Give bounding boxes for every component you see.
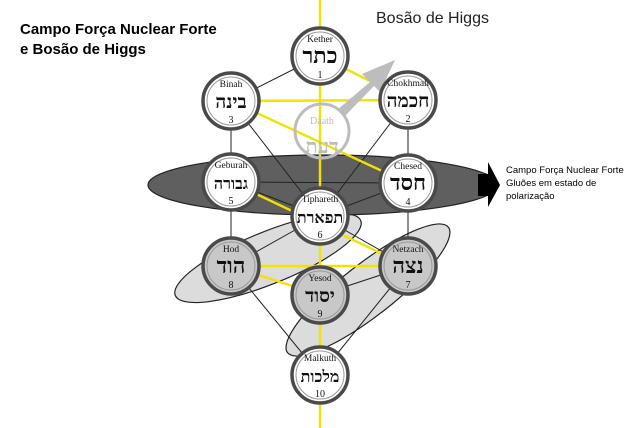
sephira-inner-ring — [295, 350, 345, 400]
sephira-circle — [201, 236, 261, 296]
sephira-hebrew: הוד — [217, 253, 246, 279]
higgs-boson-label: Bosão de Higgs — [376, 10, 489, 27]
diagram-title: Campo Força Nuclear Forte e Bosão de Hig… — [20, 20, 217, 60]
sephira-circle — [378, 70, 438, 130]
sephira-hebrew: חכמה — [387, 90, 430, 112]
sephira-circle — [378, 153, 438, 213]
sephira-circle — [201, 71, 261, 131]
sephira-name: Malkuth — [304, 354, 336, 364]
side-note-line-1: Campo Força Nuclear Forte — [506, 165, 624, 176]
side-note: Campo Força Nuclear Forte Gluões em esta… — [506, 164, 624, 203]
sephira-geburah: Geburah גבורה 5 — [201, 152, 261, 212]
sephira-hebrew: נצה — [392, 253, 423, 279]
side-note-line-2: Gluões em estado de — [506, 178, 597, 189]
sephira-inner-ring — [206, 241, 256, 291]
sephira-hebrew: מלכות — [301, 367, 340, 386]
sephira-number: 6 — [318, 230, 323, 241]
sephira-name: Chesed — [394, 162, 422, 172]
sephira-inner-ring — [295, 31, 345, 81]
sephira-circle — [201, 152, 261, 212]
sephira-hebrew: חסד — [390, 170, 426, 196]
sephira-number: 7 — [406, 280, 411, 291]
sephira-malkuth: Malkuth מלכות 10 — [290, 345, 350, 405]
title-line-1: Campo Força Nuclear Forte — [20, 21, 217, 38]
sephira-circle — [290, 345, 350, 405]
title-line-2: e Bosão de Higgs — [20, 41, 146, 58]
daath-name: Daath — [310, 116, 334, 127]
sephira-hebrew: תפארת — [297, 208, 343, 227]
sephira-inner-ring — [295, 191, 345, 241]
sephira-name: Hod — [223, 245, 240, 255]
sephira-number: 2 — [406, 114, 411, 125]
side-note-line-3: polarização — [506, 191, 555, 202]
sephira-name: Chokhmah — [387, 79, 429, 89]
polarization-arrow — [478, 162, 500, 207]
sephira-number: 5 — [229, 196, 234, 207]
sephira-number: 10 — [315, 389, 325, 400]
sephira-number: 8 — [229, 280, 234, 291]
sephira-hebrew: גבורה — [214, 174, 248, 193]
sephira-circle — [378, 236, 438, 296]
sephira-tiphareth: Tiphareth תפארת 6 — [290, 186, 350, 246]
higgs-arrow — [337, 60, 395, 116]
sephira-name: Binah — [220, 80, 243, 90]
daath-circle: Daath דעת — [293, 102, 351, 160]
sephira-number: 3 — [229, 115, 234, 126]
sephira-number: 4 — [406, 197, 411, 208]
sephira-inner-ring — [295, 270, 345, 320]
sephira-number: 9 — [318, 309, 323, 320]
yellow-binah-chesed — [229, 99, 410, 185]
daath-hebrew: דעת — [305, 134, 338, 158]
sephira-name: Yesod — [308, 274, 332, 284]
sephira-name: Tiphareth — [302, 195, 339, 205]
sephira-name: Geburah — [215, 161, 248, 171]
sephira-circle — [290, 265, 350, 325]
sephira-inner-ring — [206, 76, 256, 126]
sephira-inner-ring — [383, 241, 433, 291]
sephira-number: 1 — [318, 70, 323, 81]
sephira-hebrew: יסוד — [305, 285, 335, 307]
sephira-hebrew: כתר — [303, 43, 338, 69]
sephira-name: Kether — [307, 35, 334, 45]
sephira-inner-ring — [383, 75, 433, 125]
sephira-inner-ring — [206, 157, 256, 207]
sephira-circle — [290, 26, 350, 86]
sephira-inner-ring — [383, 158, 433, 208]
sephira-name: Netzach — [392, 245, 423, 255]
sephira-hebrew: בינה — [215, 91, 246, 113]
sephira-circle — [290, 186, 350, 246]
